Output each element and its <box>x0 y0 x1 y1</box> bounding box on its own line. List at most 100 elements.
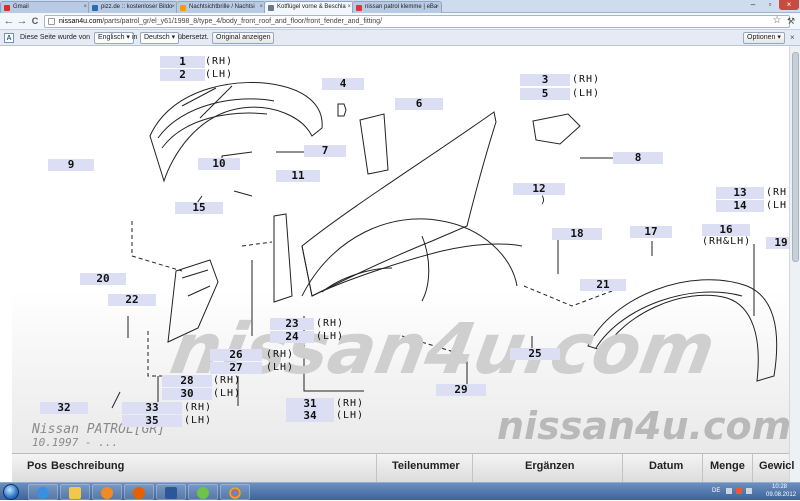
callout-23[interactable]: 23 <box>270 318 314 330</box>
close-window-button[interactable]: × <box>779 0 799 10</box>
callout-11[interactable]: 11 <box>276 170 320 182</box>
callout-34[interactable]: 34 <box>286 410 334 422</box>
tab-label: nissan patrol klemme | eBa <box>365 4 438 10</box>
callout-15[interactable]: 15 <box>175 202 223 214</box>
col-pos[interactable]: Pos <box>27 460 48 472</box>
address-bar[interactable]: nissan4u.com/parts/patrol_gr/el_y61/1998… <box>44 15 790 28</box>
callout-7[interactable]: 7 <box>304 145 346 157</box>
back-arrow-icon: ← <box>3 15 15 27</box>
tab-ebay[interactable]: nissan patrol klemme | eBa × <box>352 1 442 13</box>
bookmark-star-button[interactable]: ☆ <box>770 14 784 28</box>
translate-in: in <box>132 34 138 41</box>
gmail-icon <box>4 5 10 11</box>
source-language-select[interactable]: Englisch ▾ <box>94 32 134 44</box>
language-indicator[interactable]: DE <box>712 488 721 494</box>
callout-10[interactable]: 10 <box>198 158 240 170</box>
callout-1[interactable]: 1 <box>160 56 205 68</box>
close-icon[interactable]: × <box>171 4 175 10</box>
col-teilenummer[interactable]: Teilenummer <box>392 460 460 472</box>
col-gewicht[interactable]: Gewicl <box>759 460 795 472</box>
tab-kotfluegel[interactable]: Kotflügel vorne & Beschla × <box>264 1 354 13</box>
maximize-button[interactable]: ▫ <box>768 0 772 9</box>
callout-16[interactable]: 16 <box>702 224 750 236</box>
close-infobar-icon[interactable]: × <box>790 33 795 42</box>
tab-gmail[interactable]: Gmail × <box>0 1 90 13</box>
col-beschreibung[interactable]: Beschreibung <box>51 460 125 472</box>
folder-icon <box>69 487 81 499</box>
minimize-button[interactable]: – <box>750 0 756 9</box>
scrollbar-thumb[interactable] <box>792 52 799 262</box>
col-ergaenzen[interactable]: Ergänzen <box>525 460 575 472</box>
callout-26[interactable]: 26 <box>210 349 262 361</box>
target-language-value: Deutsch <box>144 34 170 41</box>
wrench-icon: ⚒ <box>786 16 796 26</box>
callout-8[interactable]: 8 <box>613 152 663 164</box>
options-button[interactable]: Optionen ▾ <box>743 32 785 44</box>
network-icon[interactable] <box>736 488 742 494</box>
callout-27[interactable]: 27 <box>210 362 262 374</box>
callout-9[interactable]: 9 <box>48 159 94 171</box>
taskbar-ie[interactable] <box>28 484 58 500</box>
callout-35[interactable]: 35 <box>122 415 182 427</box>
taskbar-icq[interactable] <box>188 484 218 500</box>
callout-19[interactable]: 19 <box>766 237 792 249</box>
close-icon[interactable]: × <box>347 4 351 10</box>
taskbar-explorer[interactable] <box>60 484 90 500</box>
vertical-scrollbar[interactable] <box>789 46 800 482</box>
settings-wrench-button[interactable]: ⚒ <box>784 14 798 28</box>
close-icon[interactable]: × <box>435 4 439 10</box>
column-divider <box>376 454 377 482</box>
taskbar-chrome[interactable] <box>220 484 250 500</box>
col-datum[interactable]: Datum <box>649 460 684 472</box>
side-rh: (RH) <box>184 402 213 413</box>
taskbar-word[interactable] <box>156 484 186 500</box>
callout-3[interactable]: 3 <box>520 74 570 86</box>
callout-17[interactable]: 17 <box>630 226 672 238</box>
side-rh: (RH) <box>336 398 365 409</box>
translate-prefix: Diese Seite wurde von <box>20 34 91 41</box>
callout-33[interactable]: 33 <box>122 402 182 414</box>
target-language-select[interactable]: Deutsch ▾ <box>140 32 180 44</box>
callout-24[interactable]: 24 <box>270 331 314 343</box>
site-icon <box>92 5 98 11</box>
callout-2[interactable]: 2 <box>160 69 205 81</box>
close-icon[interactable]: × <box>83 4 87 10</box>
callout-20[interactable]: 20 <box>80 273 126 285</box>
flag-icon[interactable] <box>726 488 732 494</box>
show-original-button[interactable]: Original anzeigen <box>212 32 275 44</box>
back-button[interactable]: ← <box>2 14 16 28</box>
close-icon[interactable]: × <box>259 4 263 10</box>
forward-button[interactable]: → <box>15 14 29 28</box>
tab-nachtsicht[interactable]: Nachtsichtbrille / Nachtsi × <box>176 1 266 13</box>
windows-taskbar: DE 10:28 09.08.2012 <box>0 482 800 500</box>
callout-13[interactable]: 13 <box>716 187 764 199</box>
callout-5[interactable]: 5 <box>520 88 570 100</box>
reload-button[interactable]: C <box>28 14 42 28</box>
clock-date[interactable]: 09.08.2012 <box>766 492 797 498</box>
callout-29[interactable]: 29 <box>436 384 486 396</box>
options-label: Optionen <box>747 34 776 41</box>
callout-21[interactable]: 21 <box>580 279 626 291</box>
taskbar-firefox[interactable] <box>124 484 154 500</box>
callout-32[interactable]: 32 <box>40 402 88 414</box>
taskbar-media[interactable] <box>92 484 122 500</box>
tab-pizz[interactable]: pizz.de :: kostenloser Bildo × <box>88 1 178 13</box>
callout-22[interactable]: 22 <box>108 294 156 306</box>
clock-time[interactable]: 10:28 <box>772 484 788 490</box>
translate-icon: A <box>4 33 14 43</box>
callout-14[interactable]: 14 <box>716 200 764 212</box>
star-icon: ☆ <box>772 15 782 26</box>
col-menge[interactable]: Menge <box>710 460 745 472</box>
callout-31[interactable]: 31 <box>286 398 334 410</box>
callout-30[interactable]: 30 <box>162 388 212 400</box>
volume-icon[interactable] <box>746 488 752 494</box>
callout-25[interactable]: 25 <box>510 348 560 360</box>
callout-12[interactable]: 12 <box>513 183 565 195</box>
callout-28[interactable]: 28 <box>162 375 212 387</box>
callout-18[interactable]: 18 <box>552 228 602 240</box>
callout-4[interactable]: 4 <box>322 78 364 90</box>
callout-6[interactable]: 6 <box>395 98 443 110</box>
word-icon <box>165 487 177 499</box>
mudflap-shape <box>167 259 219 343</box>
start-button[interactable] <box>3 484 19 500</box>
